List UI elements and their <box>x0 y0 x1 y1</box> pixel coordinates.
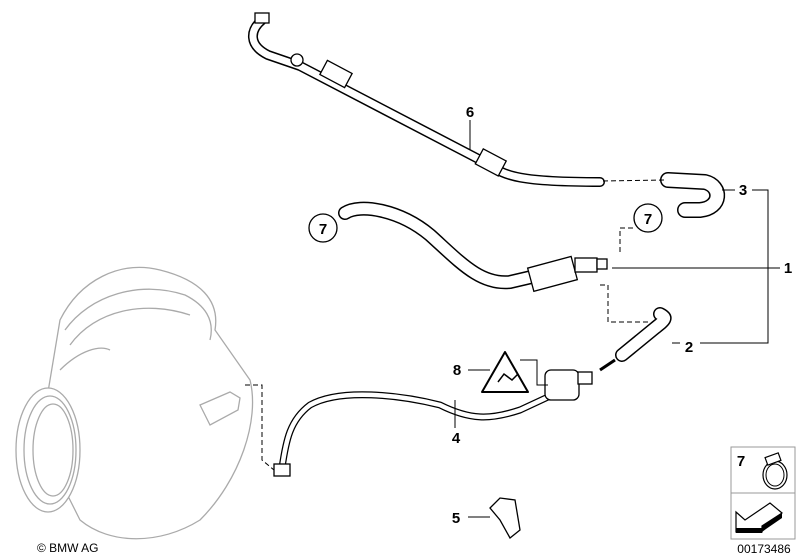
clip-5 <box>489 497 521 539</box>
label-part-2: 2 <box>685 339 693 356</box>
label-part-4: 4 <box>452 430 461 447</box>
drawing-number: 00173486 <box>737 542 791 556</box>
hose-3 <box>660 172 726 218</box>
label-part-5: 5 <box>452 510 460 527</box>
label-part-3: 3 <box>739 182 747 199</box>
inset-label-7: 7 <box>737 453 745 470</box>
copyright: © BMW AG <box>37 541 99 555</box>
hose-7 <box>338 201 608 293</box>
air-intake-duct <box>15 266 254 540</box>
arrow-icon <box>735 502 784 533</box>
leader-lines <box>245 120 780 518</box>
warning-label-icon <box>481 351 529 393</box>
hose-clamp-icon <box>762 452 788 490</box>
hose-6 <box>248 12 605 187</box>
label-part-7-right: 7 <box>644 211 652 228</box>
label-part-6: 6 <box>466 104 474 121</box>
label-part-1: 1 <box>784 260 792 277</box>
hose-4 <box>273 369 593 477</box>
inset-legend: 7 <box>730 446 796 540</box>
label-part-8: 8 <box>453 362 461 379</box>
hose-2 <box>599 307 672 372</box>
label-part-7-left: 7 <box>319 221 327 238</box>
